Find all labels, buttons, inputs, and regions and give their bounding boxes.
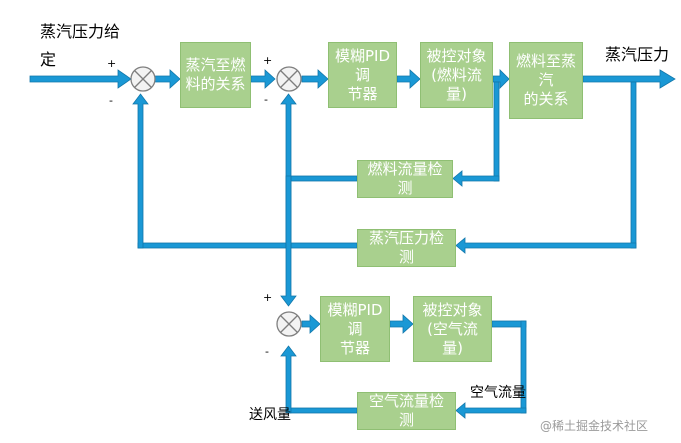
air-flow-label: 空气流量 xyxy=(470,385,526,401)
steam-pressure-tap-down xyxy=(630,81,637,249)
setpoint-arrow xyxy=(29,69,132,89)
j2-to-pid-arrow xyxy=(301,69,329,89)
block-steam-to-fuel-line2: 料的关系 xyxy=(185,75,246,93)
j2-plus-sign: + xyxy=(263,54,273,67)
j3-plus-sign: + xyxy=(263,291,273,304)
flow-arrows xyxy=(29,69,676,419)
block-plant-fuel: 被控对象 (燃料流量) xyxy=(420,42,493,108)
block-plant-air-line1: 被控对象 xyxy=(422,300,483,319)
block-steam-pressure-detect: 蒸汽压力检测 xyxy=(357,229,456,267)
air-detect-to-left xyxy=(285,407,358,414)
steam-pressure-into-detect xyxy=(455,237,637,254)
block-fuel-to-steam-line1: 燃料至蒸汽 xyxy=(515,52,576,89)
fuel-flow-to-j2-horizontal xyxy=(289,175,358,182)
watermark: @稀土掘金技术社区 xyxy=(540,419,649,433)
block-fuzzy-pid-bottom: 模糊PID调 节器 xyxy=(320,296,390,362)
block-air-flow-detect-label: 空气流量检测 xyxy=(368,392,444,429)
fuel-flow-tap-down xyxy=(493,81,500,182)
summing-junction-2 xyxy=(276,66,302,92)
block-fuzzy-pid-bottom-line2: 节器 xyxy=(339,338,370,357)
block-steam-pressure-detect-label: 蒸汽压力检测 xyxy=(368,229,444,266)
pid-to-plant-air-arrow xyxy=(389,314,414,334)
steam-pressure-up-to-j1 xyxy=(132,93,149,249)
j1-plus-sign: + xyxy=(107,57,117,70)
block-fuel-flow-detect: 燃料流量检测 xyxy=(357,160,453,198)
summing-junctions xyxy=(130,66,302,337)
block-plant-fuel-line2: (燃料流量) xyxy=(431,65,482,103)
summing-junction-1 xyxy=(130,66,156,92)
block-fuzzy-pid-top-line2: 节器 xyxy=(347,84,378,103)
fuel-flow-into-detect xyxy=(452,170,500,187)
supply-air-label: 送风量 xyxy=(249,407,291,423)
setpoint-label-line1: 蒸汽压力给 xyxy=(40,22,121,41)
steam-pressure-output-arrow xyxy=(582,69,676,89)
block-steam-to-fuel-line1: 蒸汽至燃 xyxy=(185,56,246,74)
block-plant-air: 被控对象 (空气流量) xyxy=(413,296,492,362)
air-flow-into-detect xyxy=(455,402,527,419)
j3-minus-sign: - xyxy=(265,345,269,358)
block-fuel-to-steam-line2: 的关系 xyxy=(523,90,569,108)
block-air-flow-detect: 空气流量检测 xyxy=(357,392,456,430)
block-plant-air-line2: (空气流量) xyxy=(427,319,478,357)
block-fuzzy-pid-bottom-line1: 模糊PID调 xyxy=(327,300,383,338)
block-steam-to-fuel: 蒸汽至燃 料的关系 xyxy=(180,42,251,108)
block-to-j2-arrow xyxy=(250,69,276,89)
steam-pressure-output-label: 蒸汽压力 xyxy=(605,45,670,64)
air-feedback-up-to-j3 xyxy=(280,345,297,414)
summing-junction-3 xyxy=(276,311,302,337)
block-fuzzy-pid-top: 模糊PID调 节器 xyxy=(328,42,397,108)
j1-to-block-arrow xyxy=(154,69,181,89)
setpoint-label-line2: 定 xyxy=(40,50,57,69)
j2-minus-sign: - xyxy=(264,93,268,106)
pid-to-plant-arrow xyxy=(396,69,421,89)
block-plant-fuel-line1: 被控对象 xyxy=(426,46,487,65)
j1-minus-sign: - xyxy=(109,94,113,107)
feedback-down-to-j3 xyxy=(280,175,297,307)
block-fuel-to-steam: 燃料至蒸汽 的关系 xyxy=(509,42,583,119)
steam-pressure-to-j1-horizontal xyxy=(137,242,358,249)
j3-to-pid-arrow xyxy=(301,314,321,334)
block-fuel-flow-detect-label: 燃料流量检测 xyxy=(367,160,443,197)
block-fuzzy-pid-top-line1: 模糊PID调 xyxy=(334,46,391,84)
